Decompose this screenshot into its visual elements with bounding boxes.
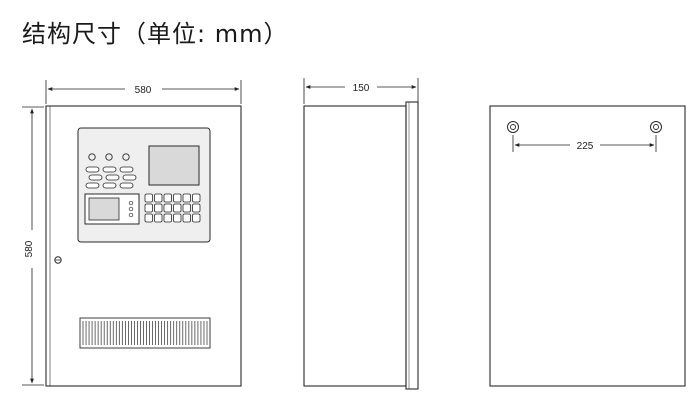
side-depth-dimension: 150 — [303, 78, 419, 104]
front-height-label: 580 — [24, 240, 35, 257]
function-button[interactable] — [85, 166, 100, 173]
keypad-key[interactable] — [182, 203, 191, 213]
rear-hole-spacing-dimension: 225 — [512, 135, 657, 152]
mounting-hole-icon — [650, 121, 662, 133]
function-button[interactable] — [119, 182, 134, 189]
keypad-key[interactable] — [154, 193, 163, 203]
front-height-dimension: 580 — [22, 106, 44, 386]
keypad-key[interactable] — [154, 203, 163, 213]
indicator-light — [105, 153, 113, 161]
vent-grille — [79, 317, 211, 349]
keypad-key[interactable] — [192, 193, 201, 203]
keypad-key[interactable] — [182, 193, 191, 203]
keypad-key[interactable] — [163, 193, 172, 203]
function-button[interactable] — [102, 182, 117, 189]
vent-slots — [82, 321, 208, 345]
front-width-label: 580 — [135, 85, 152, 96]
function-button[interactable] — [88, 174, 103, 181]
rear-view: 225 — [489, 105, 686, 387]
indicator-light — [122, 153, 130, 161]
front-width-dimension: 580 — [45, 80, 242, 104]
sub-display-screen — [88, 197, 120, 221]
main-lcd-screen — [148, 145, 200, 186]
lock-icon — [54, 256, 62, 264]
function-button[interactable] — [119, 166, 134, 173]
keypad-key[interactable] — [173, 203, 182, 213]
rear-cabinet-outline — [489, 105, 686, 387]
front-cabinet-outline — [45, 105, 242, 387]
mounting-hole-icon — [507, 121, 519, 133]
function-button[interactable] — [85, 182, 100, 189]
keypad-key[interactable] — [163, 213, 172, 223]
side-view: 150 — [303, 78, 419, 390]
keypad-key[interactable] — [192, 203, 201, 213]
side-cabinet-body — [303, 105, 407, 387]
keypad-key[interactable] — [192, 213, 201, 223]
keypad-key[interactable] — [173, 193, 182, 203]
page-title: 结构尺寸（单位: mm） — [22, 20, 289, 48]
keypad-key[interactable] — [144, 213, 153, 223]
function-button-pad — [85, 166, 137, 189]
keypad-key[interactable] — [182, 213, 191, 223]
numeric-keypad — [144, 193, 201, 223]
keypad-key[interactable] — [144, 193, 153, 203]
keypad-key[interactable] — [163, 203, 172, 213]
rear-hole-spacing-label: 225 — [577, 141, 594, 152]
status-led — [128, 200, 134, 206]
control-panel — [77, 127, 211, 243]
keypad-key[interactable] — [154, 213, 163, 223]
keypad-key[interactable] — [173, 213, 182, 223]
indicator-lights — [88, 153, 130, 161]
side-door-edge — [405, 101, 419, 390]
function-button[interactable] — [122, 174, 137, 181]
status-led — [128, 206, 134, 212]
function-button[interactable] — [102, 166, 117, 173]
indicator-light — [88, 153, 96, 161]
side-depth-label: 150 — [353, 83, 370, 94]
function-button[interactable] — [105, 174, 120, 181]
front-view: 580 580 — [22, 80, 242, 387]
status-led — [128, 212, 134, 218]
keypad-key[interactable] — [144, 203, 153, 213]
